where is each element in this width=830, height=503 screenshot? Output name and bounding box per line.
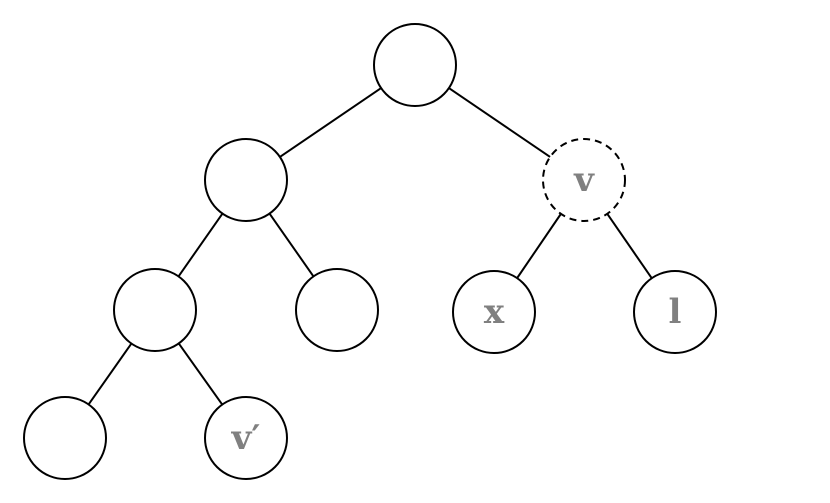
node-root [373, 23, 457, 107]
node-circle-left-left [113, 268, 197, 352]
edge-root-left [279, 87, 382, 158]
node-label-v: v [573, 160, 595, 200]
node-circle-l [633, 270, 717, 354]
node-circle-left-right [295, 268, 379, 352]
node-label-x: x [484, 292, 505, 332]
edges-layer [87, 87, 653, 406]
node-v: v [542, 138, 626, 222]
node-label-l: l [669, 292, 682, 332]
node-x: x [452, 270, 536, 354]
node-l: l [633, 270, 717, 354]
node-left-left-left [23, 396, 107, 480]
nodes-layer: v x l v′ [23, 23, 717, 480]
node-circle-left-left-left [23, 396, 107, 480]
edge-left-left-left-left-left [87, 342, 133, 406]
edge-root-v [448, 87, 551, 158]
node-left-right [295, 268, 379, 352]
node-v-prime: v′ [204, 396, 288, 480]
node-left-left [113, 268, 197, 352]
node-left [204, 138, 288, 222]
edge-v-l [606, 213, 653, 279]
node-circle-root [373, 23, 457, 107]
node-circle-v-prime [204, 396, 288, 480]
edge-left-left-right [268, 213, 315, 277]
node-circle-x [452, 270, 536, 354]
node-circle-v [542, 138, 626, 222]
node-circle-left [204, 138, 288, 222]
edge-v-x [516, 213, 562, 279]
edge-left-left-v-prime [177, 342, 224, 406]
edge-left-left-left [177, 213, 224, 277]
node-label-v-prime: v′ [231, 418, 261, 458]
